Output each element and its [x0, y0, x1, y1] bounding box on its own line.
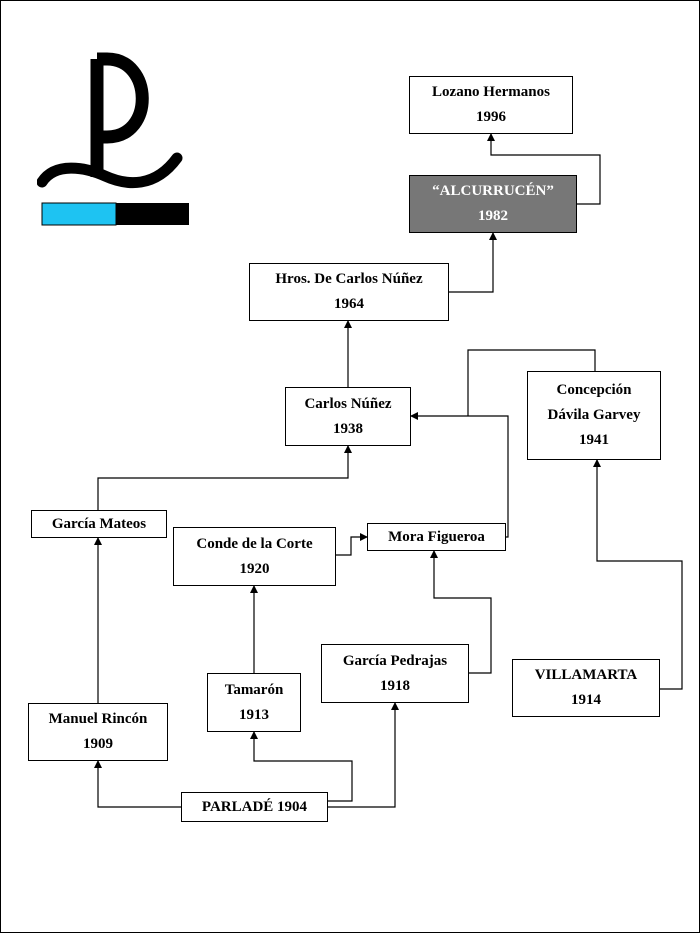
node-label: VILLAMARTA [534, 667, 638, 683]
node-label-2: Dávila Garvey [547, 407, 641, 423]
node-year: 1982 [478, 208, 508, 224]
node-year: 1996 [476, 109, 506, 125]
link-concepcion-carlos [467, 349, 596, 416]
node-manuel-rincon: Manuel Rincón 1909 [28, 703, 168, 761]
node-year: 1909 [83, 736, 113, 752]
node-garcia-pedrajas: García Pedrajas 1918 [321, 644, 469, 703]
node-alcurrucen: “ALCURRUCÉN” 1982 [409, 175, 577, 233]
link-parlade-tamaron [250, 731, 353, 802]
node-parlade: PARLADÉ 1904 [181, 792, 328, 822]
node-label: Mora Figueroa [388, 528, 485, 545]
pl-monogram-icon [37, 52, 189, 226]
link-pedrajas-mora [430, 550, 492, 674]
node-tamaron: Tamarón 1913 [207, 673, 301, 732]
link-alcurrucen-lozano [487, 133, 601, 205]
link-parlade-pedrajas [328, 702, 399, 808]
logo-bar-blue [41, 202, 117, 226]
link-conde-mora [336, 533, 368, 556]
node-label: “ALCURRUCÉN” [432, 183, 554, 199]
node-year: 1920 [239, 560, 270, 577]
node-label: Manuel Rincón [48, 711, 148, 727]
node-mora-figueroa: Mora Figueroa [367, 523, 506, 551]
link-parlade-manuel [94, 760, 181, 808]
node-year: 1913 [239, 706, 269, 723]
node-concepcion-davila-garvey: Concepción Dávila Garvey 1941 [527, 371, 661, 460]
node-villamarta: VILLAMARTA 1914 [512, 659, 660, 717]
node-lozano-hermanos: Lozano Hermanos 1996 [409, 76, 573, 134]
node-label: García Pedrajas [342, 652, 448, 669]
node-year: 1941 [579, 432, 609, 448]
node-garcia-mateos: García Mateos [31, 510, 167, 538]
node-label: Lozano Hermanos [432, 84, 550, 100]
link-hros-alcurrucen [449, 232, 497, 293]
logo-bar-black [116, 203, 189, 225]
node-label: García Mateos [51, 515, 147, 532]
link-mora-carlos [410, 412, 509, 538]
node-year: 1938 [333, 420, 363, 437]
node-year: 1918 [380, 677, 410, 694]
node-label: Carlos Núñez [304, 395, 392, 412]
node-conde-de-la-corte: Conde de la Corte 1920 [173, 527, 336, 586]
node-label: Hros. De Carlos Núñez [275, 271, 423, 287]
link-mateos-carlos [97, 445, 352, 510]
node-label: PARLADÉ 1904 [201, 798, 308, 815]
node-label: Concepción [556, 382, 632, 398]
link-villamarta-concepcion [593, 459, 683, 690]
node-hros-carlos-nunez: Hros. De Carlos Núñez 1964 [249, 263, 449, 321]
node-year: 1964 [334, 296, 364, 312]
node-year: 1914 [571, 692, 601, 708]
node-carlos-nunez: Carlos Núñez 1938 [285, 387, 411, 446]
node-label: Tamarón [224, 681, 284, 698]
node-label: Conde de la Corte [196, 535, 313, 552]
